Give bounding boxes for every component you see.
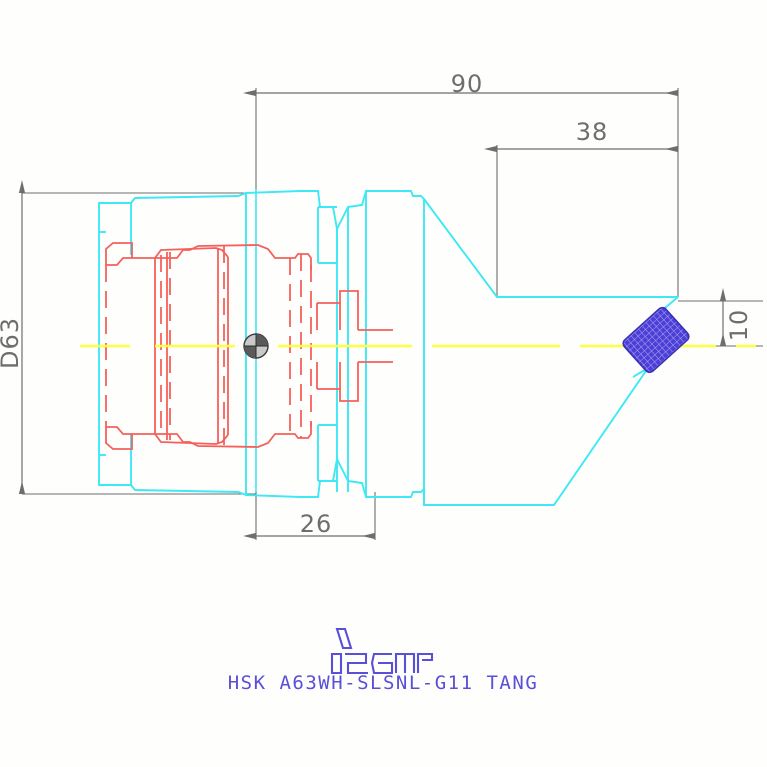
cutting-insert xyxy=(622,306,690,374)
dimension-label-flange-length: 26 xyxy=(300,510,333,538)
dimension-lines xyxy=(18,89,727,540)
center-axis-marker xyxy=(243,333,269,359)
insert-body xyxy=(622,306,690,374)
dimension-label-head-length: 38 xyxy=(576,118,609,146)
brand-logo xyxy=(330,627,434,675)
dimension-label-flange-diameter: D63 xyxy=(0,317,24,369)
drawing-title: HSK A63WH-SLSNL-G11 TANG xyxy=(228,672,539,694)
extension-lines xyxy=(22,88,763,540)
tool-holder-outline xyxy=(98,189,679,506)
dimension-label-insert-height: 10 xyxy=(725,309,753,342)
dimension-label-overall-length: 90 xyxy=(451,70,484,98)
